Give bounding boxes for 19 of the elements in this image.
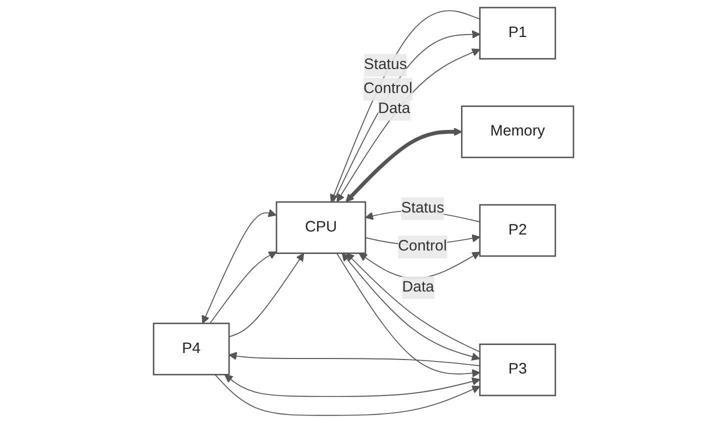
node-box: P1 [479,6,556,60]
arrow [214,374,480,416]
edge-label: Control [398,238,447,255]
arrow [346,128,462,202]
arrow [202,209,276,324]
node-box: P3 [479,344,556,396]
arrow [228,252,304,338]
edge-label: Status [401,200,444,216]
node-box: CPU [276,201,366,254]
arrow [224,374,480,397]
arrow [209,251,277,324]
node-box: P2 [479,204,556,257]
arrow [228,352,480,366]
node-box: P4 [152,322,230,376]
edge-label: Control [363,80,412,97]
edge-label: Status [364,56,407,73]
node-box: Memory [461,106,574,158]
edge-label: Data [378,100,410,117]
edge-label: Data [402,279,434,296]
